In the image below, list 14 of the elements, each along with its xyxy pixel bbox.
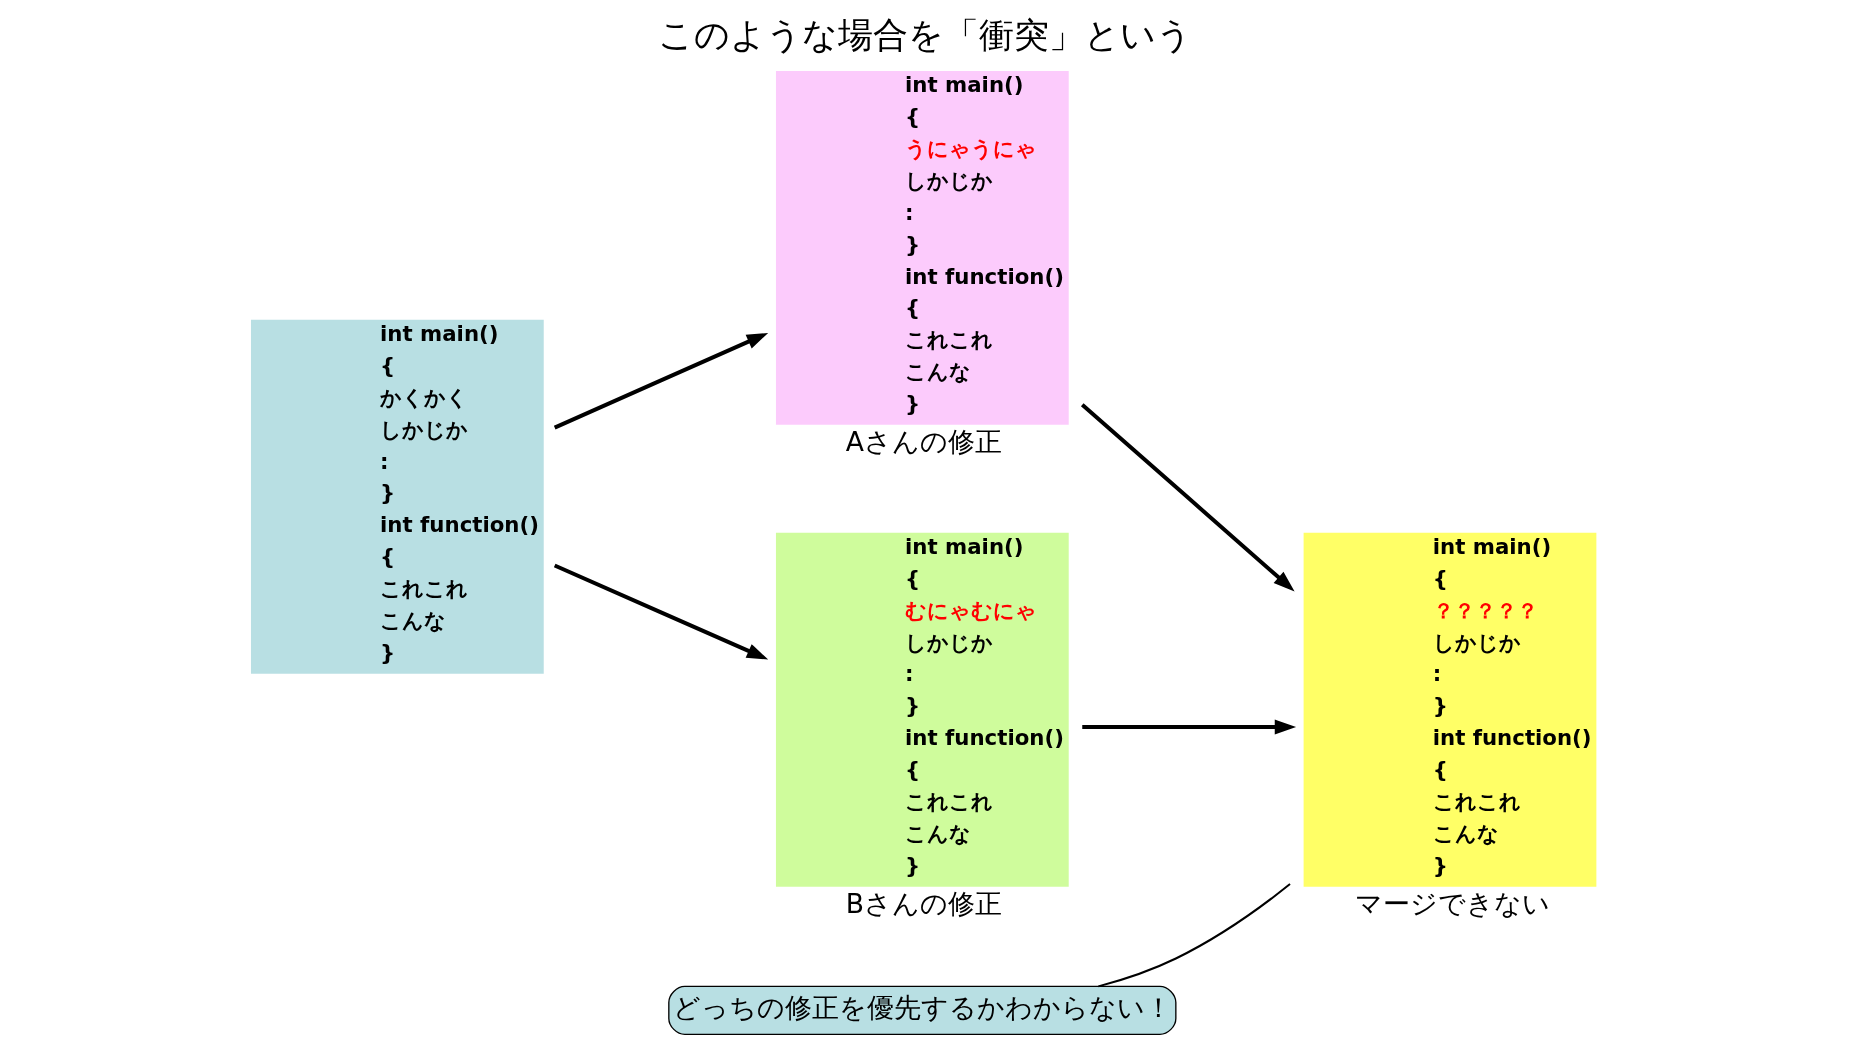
arrow — [1081, 719, 1296, 735]
arrow — [553, 563, 768, 660]
node-label: Aさんの修正 — [845, 426, 1002, 458]
node-box: int main() { むにゃむにゃ しかじか : } int function() { これこれ こんな } — [775, 532, 1069, 887]
node-box: int main() { かくかく しかじか : } int function() { これこれ こんな } — [250, 319, 544, 674]
arrow — [553, 332, 768, 430]
node-label: マージできない — [1355, 888, 1550, 920]
node-box: int main() { うにゃうにゃ しかじか : } int function() { これこれ こんな } — [775, 70, 1069, 425]
connector — [1096, 883, 1291, 988]
node-box: int main() { ？？？？？ しかじか : } int function() { これこれ こんな } — [1303, 532, 1596, 887]
diagram-title: このような場合を「衝突」という — [657, 14, 1192, 55]
arrow — [1080, 403, 1295, 592]
node-box: どっちの修正を優先するかわからない！ — [667, 985, 1176, 1035]
node-label: Bさんの修正 — [845, 888, 1002, 920]
